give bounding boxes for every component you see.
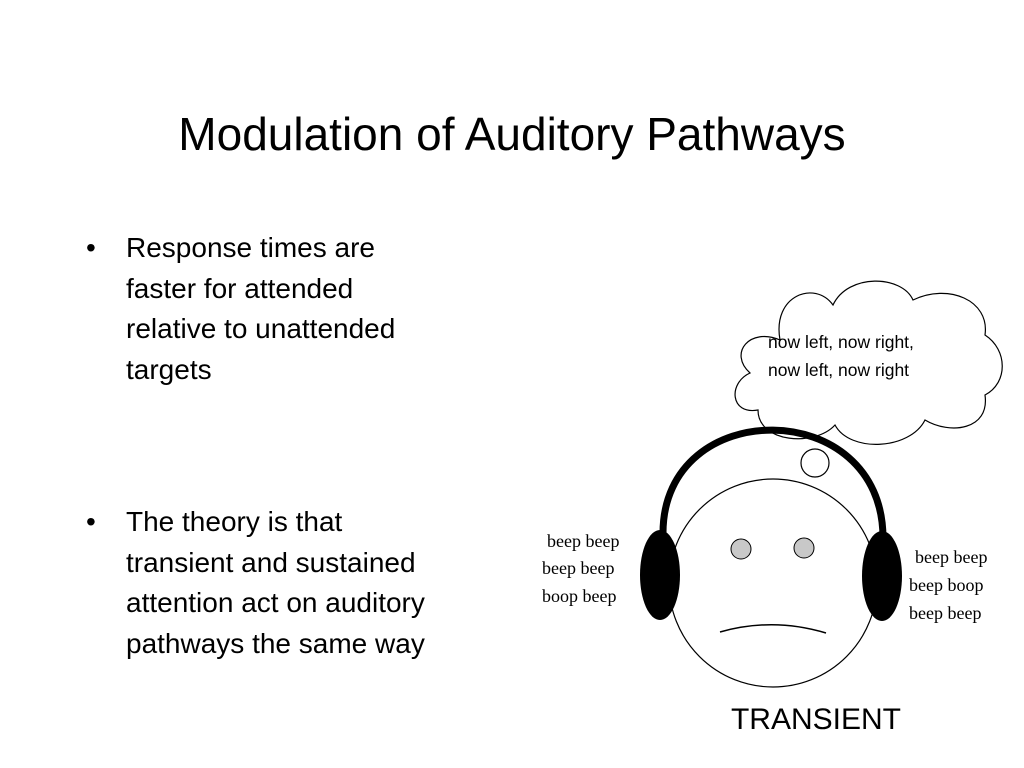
left-eye bbox=[730, 538, 752, 560]
sound-line: beep beep bbox=[547, 531, 619, 551]
headphones-icon bbox=[640, 426, 902, 621]
right-eye bbox=[793, 537, 815, 559]
sad-face-icon bbox=[668, 478, 878, 688]
bullet-item: • The theory is that transient and susta… bbox=[86, 502, 516, 664]
bullet-line: The theory is that bbox=[126, 506, 343, 537]
bullet-list: • Response times are faster for attended… bbox=[86, 228, 516, 664]
left-earcup bbox=[640, 530, 680, 620]
right-ear-sound-text: beep beep beep boop beep beep bbox=[909, 547, 987, 623]
attention-illustration: now left, now right, now left, now right… bbox=[542, 280, 1003, 736]
bullet-line: Response times are bbox=[126, 232, 376, 263]
bullet-line: attention act on auditory bbox=[126, 587, 425, 618]
headband bbox=[659, 426, 887, 539]
sound-line: boop beep bbox=[542, 586, 616, 606]
bullet-marker: • bbox=[86, 506, 96, 537]
illustration-caption: TRANSIENT bbox=[731, 703, 901, 736]
thought-cloud-icon: now left, now right, now left, now right bbox=[734, 280, 1003, 524]
frown-mouth bbox=[719, 624, 827, 634]
thought-line: now left, now right, bbox=[768, 332, 914, 352]
sound-line: beep beep bbox=[909, 603, 981, 623]
sound-line: beep boop bbox=[909, 575, 983, 595]
bullet-line: pathways the same way bbox=[126, 627, 425, 659]
bullet-item: • Response times are faster for attended… bbox=[86, 228, 516, 390]
bullet-line: targets bbox=[126, 353, 212, 385]
bullet-line: faster for attended bbox=[126, 272, 354, 304]
bullet-marker: • bbox=[86, 232, 96, 263]
thought-line: now left, now right bbox=[768, 360, 909, 380]
bullet-line: relative to unattended bbox=[126, 313, 396, 344]
bullet-line: transient and sustained bbox=[126, 546, 416, 578]
sound-line: beep beep bbox=[915, 547, 987, 567]
right-earcup bbox=[862, 531, 902, 621]
sound-line: beep beep bbox=[542, 558, 614, 578]
thought-bubble-large bbox=[800, 448, 830, 478]
slide-title: Modulation of Auditory Pathways bbox=[178, 108, 846, 160]
left-ear-sound-text: beep beep beep beep boop beep bbox=[542, 531, 619, 606]
face-outline bbox=[668, 478, 878, 688]
